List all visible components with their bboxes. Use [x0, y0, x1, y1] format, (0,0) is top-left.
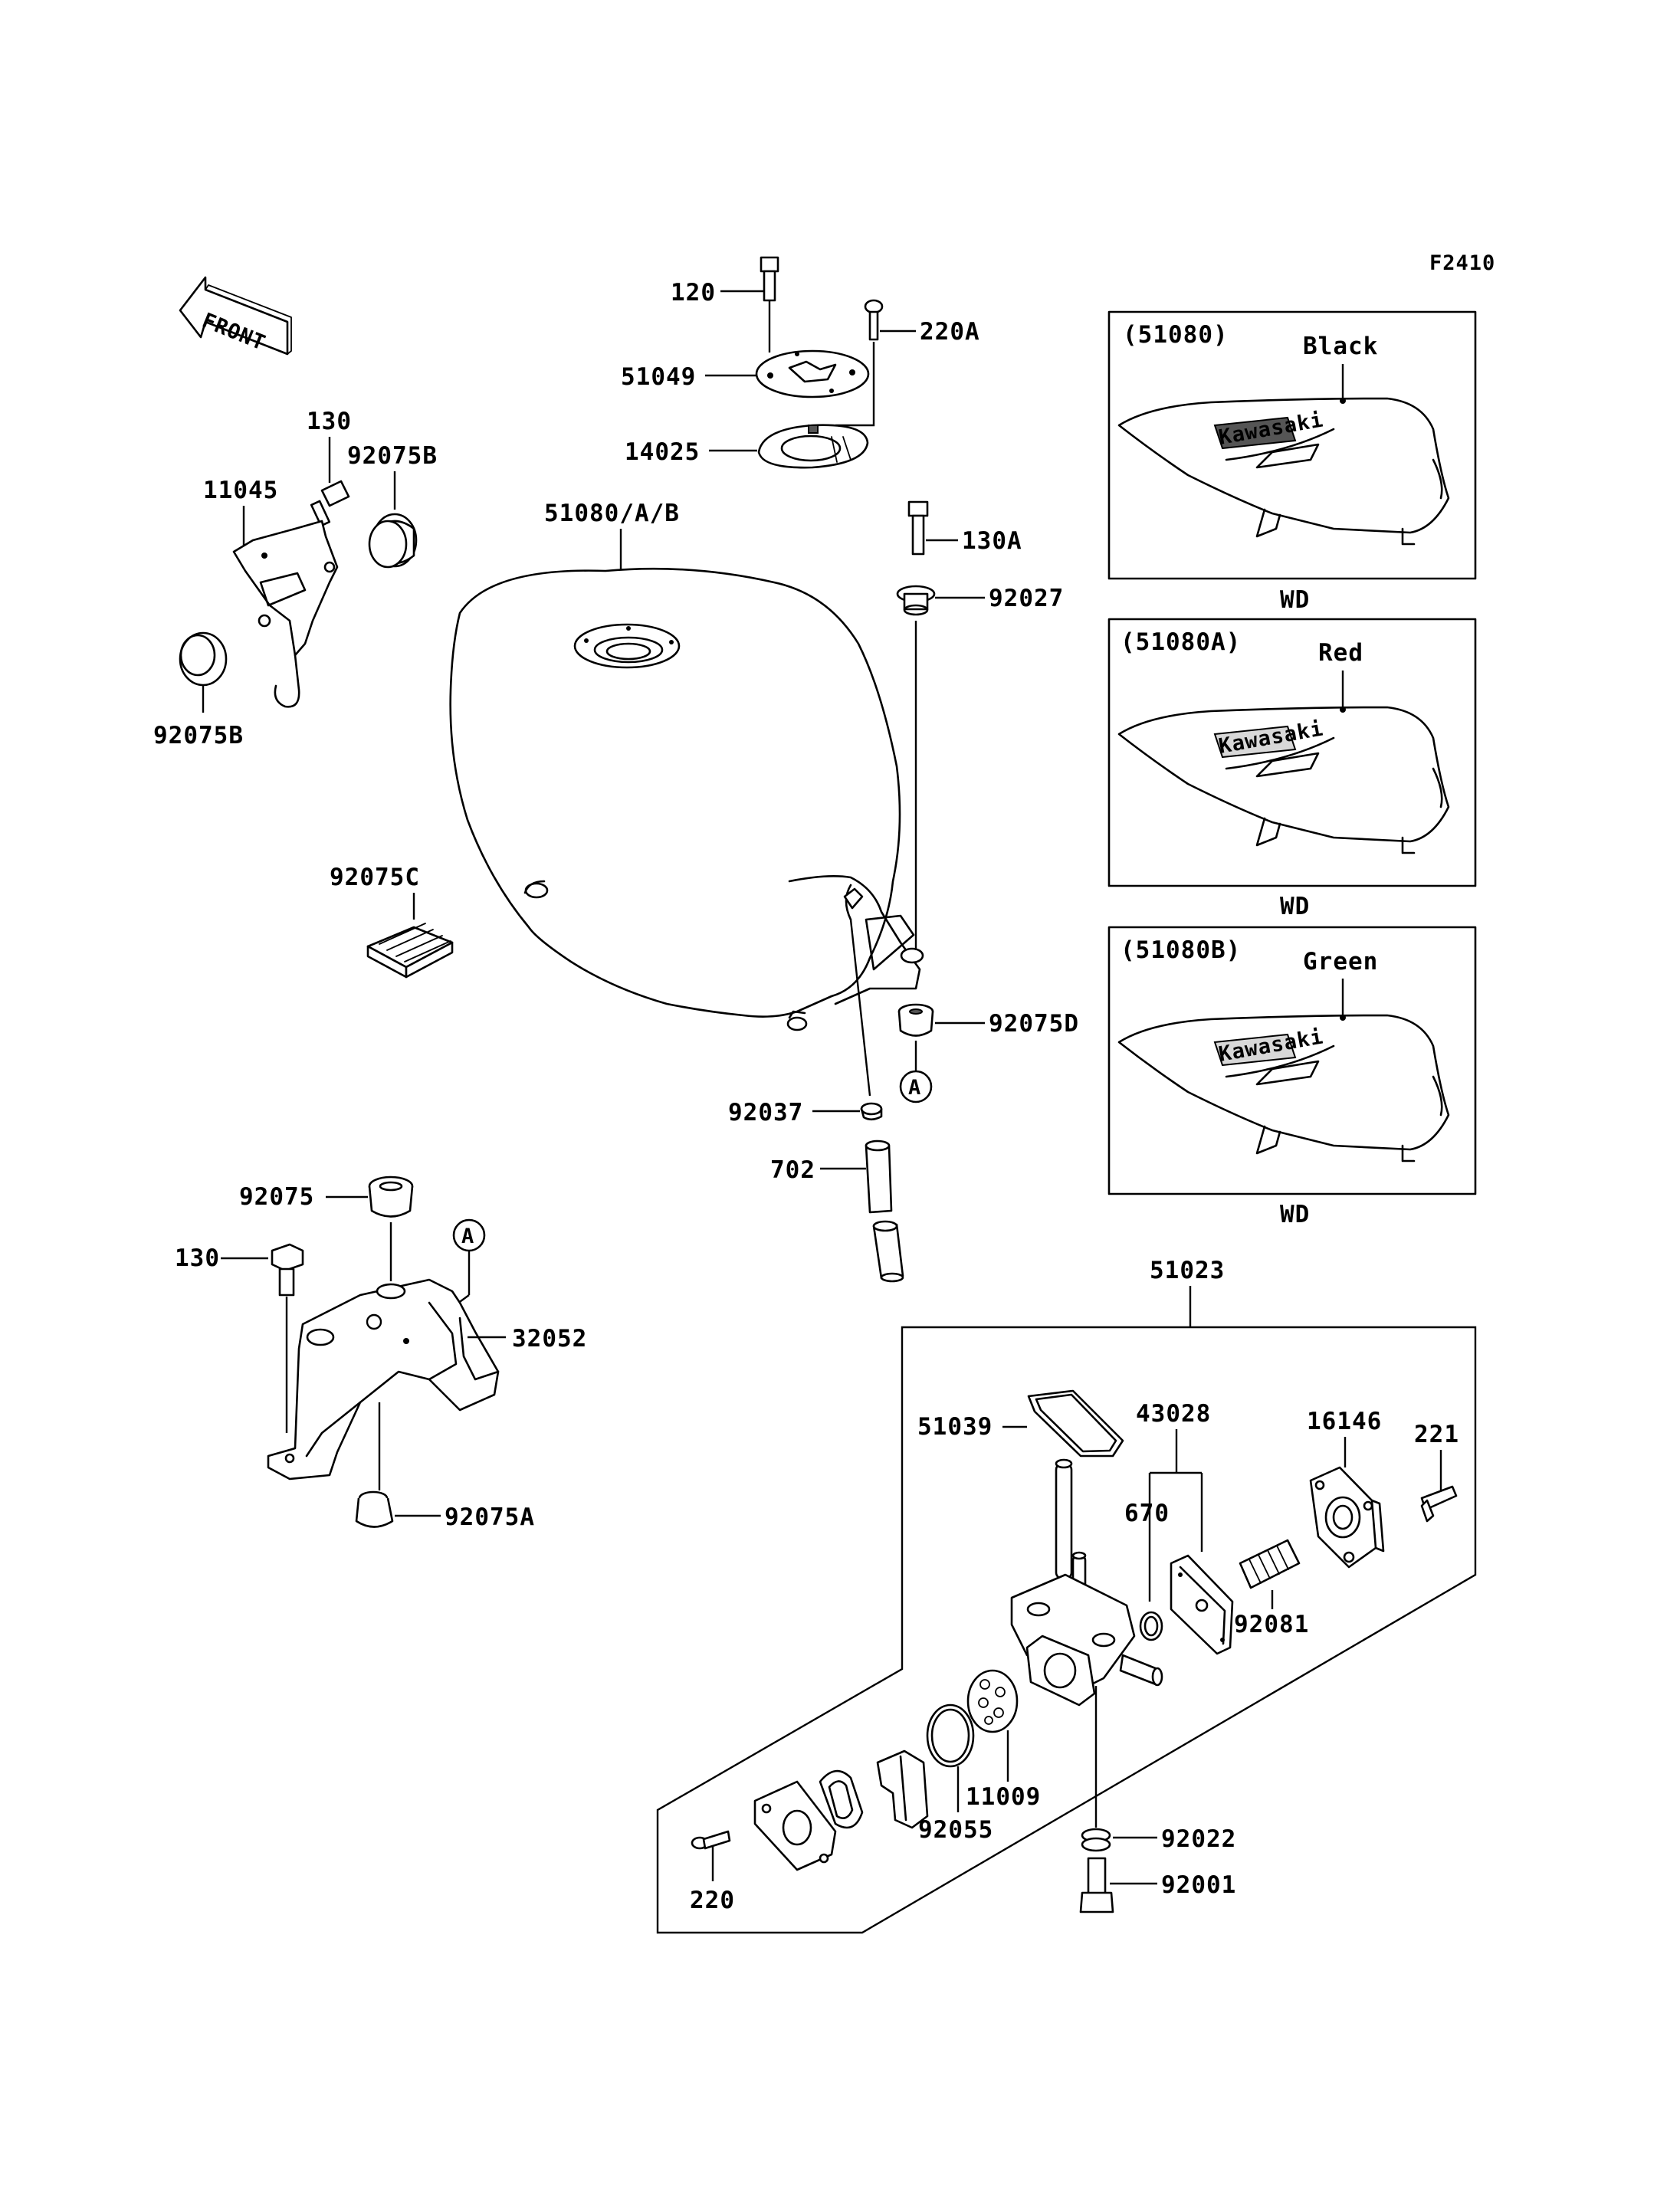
- fuel-cap-51049-icon: [755, 349, 870, 398]
- bracket-11045-icon: [232, 520, 339, 708]
- tank-side-black-icon: Kawasaki: [1117, 397, 1450, 546]
- variant-green: (51080B) Green Kawasaki WD: [1107, 926, 1477, 1228]
- part-label-92027: 92027: [989, 585, 1064, 612]
- part-label-92022: 92022: [1161, 1825, 1236, 1853]
- variant-note-black: WD: [1280, 586, 1310, 614]
- tank-side-red-icon: Kawasaki: [1117, 706, 1450, 854]
- variant-note-red: WD: [1280, 893, 1310, 920]
- variant-color-red: Red: [1318, 639, 1363, 667]
- part-label-92075A: 92075A: [445, 1503, 535, 1531]
- screw-220A-icon: [864, 299, 884, 341]
- grommet-92075-icon: [368, 1176, 414, 1218]
- part-label-92081: 92081: [1234, 1611, 1309, 1638]
- part-label-92037: 92037: [728, 1099, 803, 1126]
- screw-221-icon: [1420, 1485, 1458, 1523]
- part-label-51080AB: 51080/A/B: [544, 500, 680, 527]
- part-label-51023: 51023: [1150, 1257, 1225, 1284]
- part-label-92075C: 92075C: [330, 864, 420, 891]
- part-label-16146: 16146: [1307, 1408, 1382, 1435]
- rubber-damper-92075B-icon: [368, 513, 418, 569]
- assembly-frame: [656, 1326, 1477, 1934]
- part-label-11045: 11045: [203, 477, 278, 504]
- drain-bolt-92001-icon: [1079, 1857, 1114, 1913]
- diaphragm-plate-43028-icon: [1170, 1554, 1234, 1655]
- grommet-92075D-icon: [897, 1003, 934, 1037]
- hose-clamp-92037-icon: [860, 1102, 883, 1121]
- variant-red: (51080A) Red Kawasaki WD: [1107, 618, 1477, 920]
- svg-text:A: A: [461, 1225, 474, 1248]
- tank-side-green-icon: Kawasaki: [1117, 1014, 1450, 1162]
- cover-16146-icon: [1309, 1466, 1385, 1569]
- part-label-51049: 51049: [621, 363, 696, 391]
- part-label-92075: 92075: [239, 1183, 314, 1211]
- part-label-130A: 130A: [962, 527, 1022, 555]
- bolt-130-bracket-icon: [271, 1243, 304, 1297]
- plate-icon: [753, 1780, 837, 1871]
- collar-92027-icon: [896, 585, 936, 616]
- front-arrow-icon: FRONT: [179, 276, 292, 356]
- fuel-tank-icon: [449, 567, 924, 1031]
- reference-marker-a-top: A: [899, 1070, 933, 1103]
- part-label-670: 670: [1124, 1500, 1170, 1527]
- filter-11009-icon: [966, 1669, 1019, 1733]
- washer-92022-icon: [1081, 1828, 1111, 1852]
- grommet-92075A-icon: [355, 1490, 394, 1528]
- gasket-icon: [819, 1769, 864, 1829]
- part-label-220A: 220A: [920, 318, 980, 346]
- o-ring-92055-icon: [926, 1703, 975, 1768]
- part-label-130-top: 130: [307, 408, 352, 435]
- part-label-92075D: 92075D: [989, 1010, 1079, 1038]
- variant-code-green: (51080B): [1121, 936, 1241, 964]
- bolt-120-icon: [760, 256, 779, 302]
- svg-text:A: A: [908, 1076, 921, 1100]
- part-label-702: 702: [770, 1156, 815, 1184]
- rubber-damper-92075B-lower-icon: [179, 631, 228, 687]
- spring-92081-icon: [1239, 1539, 1301, 1589]
- part-label-92001: 92001: [1161, 1871, 1236, 1899]
- part-label-92055: 92055: [918, 1816, 993, 1844]
- variant-color-green: Green: [1303, 948, 1378, 976]
- variant-note-green: WD: [1280, 1201, 1310, 1228]
- o-ring-670-icon: [1139, 1611, 1163, 1641]
- reference-marker-a-bottom: A: [452, 1218, 486, 1252]
- part-label-92075B-top: 92075B: [347, 442, 438, 470]
- screw-220-icon: [691, 1830, 731, 1850]
- variant-black: (51080) Black Kawasaki WD: [1107, 310, 1477, 614]
- part-label-43028: 43028: [1136, 1400, 1211, 1428]
- part-label-120: 120: [671, 279, 716, 307]
- part-label-220: 220: [690, 1887, 735, 1914]
- rubber-strip-92075C-icon: [366, 923, 454, 979]
- part-label-11009: 11009: [966, 1783, 1041, 1811]
- part-label-130-bracket: 130: [175, 1244, 220, 1272]
- variant-color-black: Black: [1303, 333, 1378, 360]
- part-label-32052: 32052: [512, 1325, 587, 1353]
- part-label-221: 221: [1414, 1421, 1459, 1448]
- bracket-32052-icon: [267, 1278, 500, 1481]
- fuel-hose-702-icon: [865, 1139, 904, 1283]
- lever-icon: [876, 1749, 929, 1829]
- variant-code-black: (51080): [1123, 321, 1229, 349]
- part-label-92075B-bottom: 92075B: [153, 722, 244, 749]
- variant-code-red: (51080A): [1121, 628, 1241, 656]
- fuel-cock-body-icon: [1010, 1458, 1163, 1707]
- bolt-130A-icon: [907, 500, 929, 556]
- part-label-51039: 51039: [917, 1413, 993, 1441]
- bolt-130-icon: [310, 480, 350, 527]
- diagram-code: F2410: [1429, 251, 1495, 275]
- o-ring-51039-icon: [1027, 1389, 1124, 1458]
- cap-gasket-14025-icon: [757, 424, 869, 469]
- part-label-14025: 14025: [625, 438, 700, 466]
